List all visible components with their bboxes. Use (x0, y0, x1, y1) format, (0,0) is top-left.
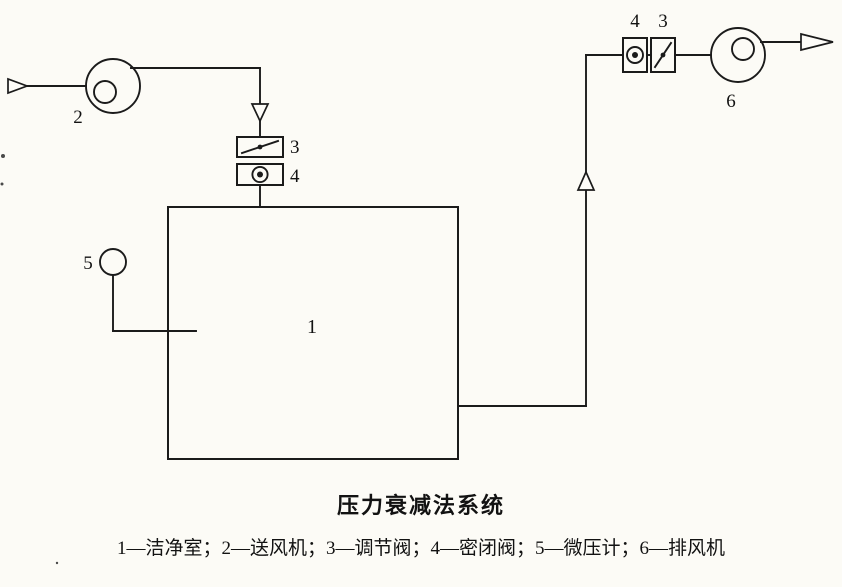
micro-manometer-dial (99, 248, 127, 276)
micro-manometer-label: 5 (83, 253, 93, 274)
clean-room-outline (167, 206, 459, 460)
sealed-valve-disc (251, 165, 269, 184)
inlet-flow-arrow-icon (7, 77, 30, 95)
clean-room-label: 1 (307, 316, 317, 338)
up-flow-arrow-icon (576, 169, 596, 191)
outlet-duct (760, 32, 834, 52)
down-flow-arrow-icon (250, 103, 270, 123)
inlet-regulating-valve-symbol (236, 136, 284, 158)
supply-fan-casing (85, 58, 141, 114)
supply-fan-label: 2 (73, 107, 83, 128)
exhaust-fan-casing (710, 27, 766, 83)
diagram-title: 压力衰减法系统 (337, 493, 505, 518)
micro-manometer-symbol (99, 248, 197, 332)
regulating-valve-pivot (257, 144, 263, 150)
exhaust-fan-symbol (710, 27, 766, 83)
supply-duct (130, 67, 270, 138)
regulating-valve-body (236, 136, 284, 158)
outlet-sealed-valve-symbol (622, 37, 648, 73)
outlet-sealed-valve-label: 4 (630, 11, 640, 32)
inlet-sealed-valve-symbol (236, 163, 284, 186)
inlet-duct (7, 77, 87, 95)
exhaust-duct (457, 54, 624, 407)
regulating-valve-pivot (660, 52, 666, 58)
diagram-legend: 1—洁净室；2—送风机；3—调节阀；4—密闭阀；5—微压计；6—排风机 (117, 537, 725, 559)
outlet-regulating-valve-symbol (650, 37, 676, 73)
exhaust-fan-label: 6 (726, 91, 736, 112)
sealed-valve-center (632, 52, 638, 58)
outlet-regulating-valve-label: 3 (658, 11, 668, 32)
supply-fan-hub (93, 80, 117, 104)
exhaust-fan-hub (731, 37, 755, 61)
scan-speck (0, 182, 4, 186)
sealed-valve-disc (626, 46, 644, 64)
inlet-sealed-valve-label: 4 (290, 166, 300, 187)
supply-fan-symbol (85, 58, 141, 114)
outlet-flow-arrow-icon (800, 32, 834, 52)
scan-speck (55, 561, 59, 565)
scan-speck (1, 154, 5, 158)
inlet-regulating-valve-label: 3 (290, 137, 300, 158)
sealed-valve-center (257, 171, 263, 178)
